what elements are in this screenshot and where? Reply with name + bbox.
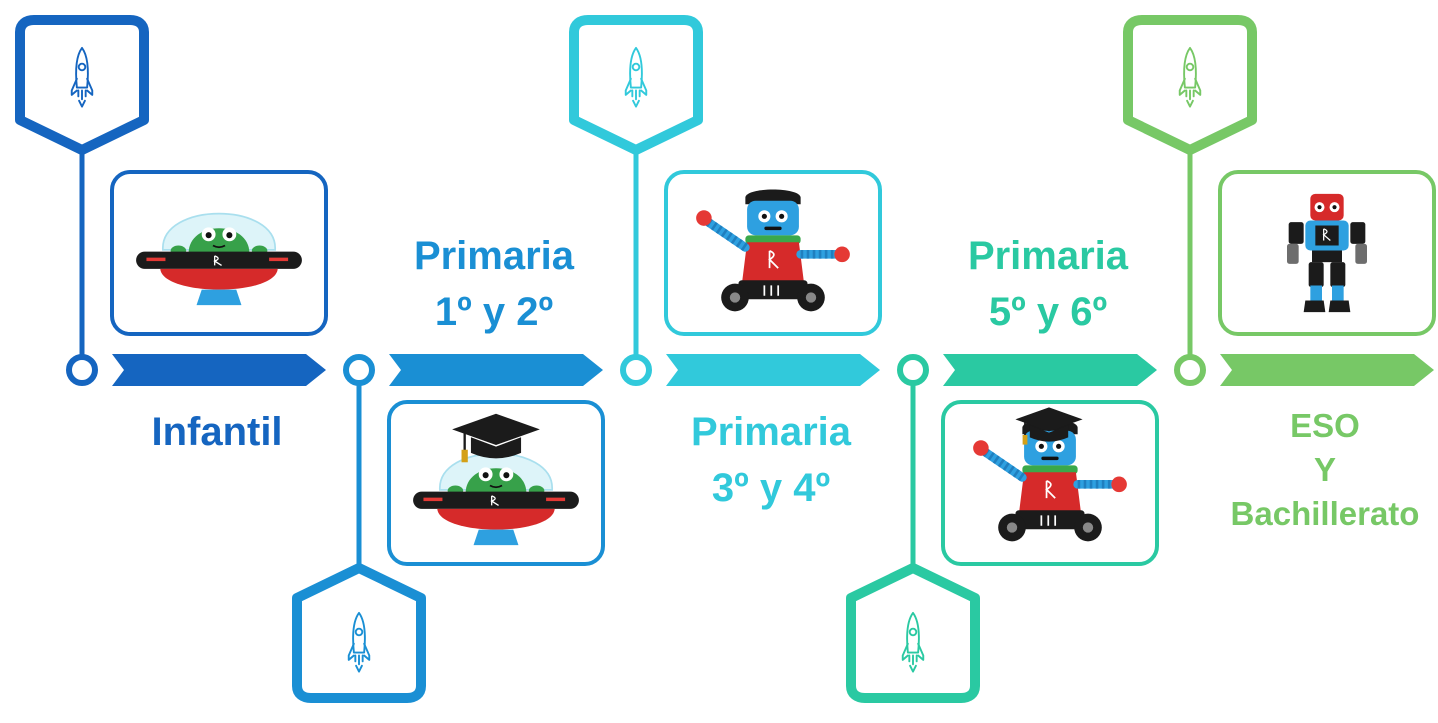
timeline-node bbox=[1174, 354, 1206, 386]
stage-label-line: Infantil bbox=[151, 410, 283, 454]
stage-label-line: 1º y 2º bbox=[434, 290, 554, 334]
stage-label: ESO Y Bachillerato bbox=[1195, 404, 1438, 536]
badge-shield bbox=[292, 563, 426, 703]
badge-shield bbox=[1123, 15, 1257, 155]
timeline-node bbox=[620, 354, 652, 386]
badge-shield bbox=[15, 15, 149, 155]
stage-label: Primaria 5º y 6º bbox=[918, 228, 1178, 340]
timeline-node bbox=[66, 354, 98, 386]
stage-label-line: Y bbox=[1313, 451, 1336, 488]
stage-label: Primaria 1º y 2º bbox=[364, 228, 624, 340]
badge-shield bbox=[569, 15, 703, 155]
stage-label-line: ESO bbox=[1290, 407, 1360, 444]
stage-label-line: Primaria bbox=[413, 234, 575, 278]
stage-label-line: 3º y 4º bbox=[711, 466, 831, 510]
stage-label-line: Primaria bbox=[967, 234, 1129, 278]
timeline-group bbox=[15, 15, 1436, 703]
timeline-node bbox=[343, 354, 375, 386]
stage-label: Infantil bbox=[87, 404, 347, 460]
chevron-arrow bbox=[943, 354, 1157, 386]
stage-label-line: 5º y 6º bbox=[988, 290, 1108, 334]
stage-label-line: Bachillerato bbox=[1230, 495, 1420, 532]
chevron-arrow bbox=[112, 354, 326, 386]
stage-label-line: Primaria bbox=[690, 410, 852, 454]
badge-shield bbox=[846, 563, 980, 703]
timeline-node bbox=[897, 354, 929, 386]
chevron-arrow bbox=[1220, 354, 1434, 386]
stage-label: Primaria 3º y 4º bbox=[641, 404, 901, 516]
chevron-arrow bbox=[389, 354, 603, 386]
chevron-arrow bbox=[666, 354, 880, 386]
